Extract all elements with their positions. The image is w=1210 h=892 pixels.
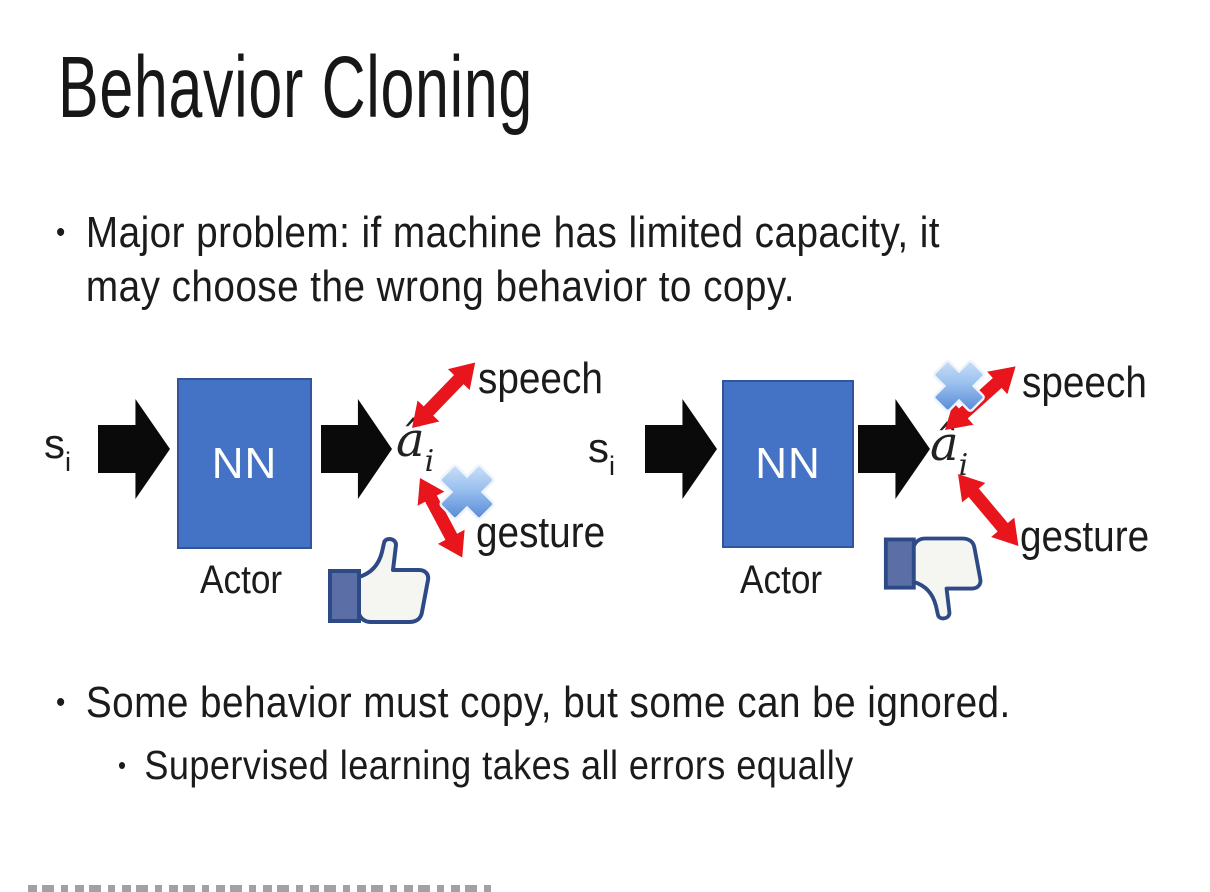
bullet-dot: • <box>56 216 66 249</box>
cross-icon <box>929 356 989 416</box>
nn-box: NN <box>177 378 312 549</box>
bullet-supervised-learning: • Supervised learning takes all errors e… <box>118 740 854 790</box>
speech-label: speech <box>1022 358 1147 407</box>
nn-label: NN <box>211 438 278 488</box>
bullet-supervised-learning-text: Supervised learning takes all errors equ… <box>144 742 854 788</box>
actor-label: Actor <box>740 558 823 602</box>
thumb-up-icon <box>325 535 437 627</box>
cut-off-text-artifact <box>28 885 493 892</box>
double-arrow-icon <box>405 470 477 565</box>
bullet-major-problem-line2: may choose the wrong behavior to copy. <box>85 262 795 311</box>
input-state-label: si <box>588 424 615 482</box>
bullet-major-problem: • Major problem: if machine has limited … <box>56 206 940 314</box>
block-arrow-icon <box>645 399 717 499</box>
double-arrow-icon <box>400 351 488 440</box>
figure-behavior-cloning-right: si NN âi speech gesture Actor <box>0 350 1210 650</box>
bullet-some-behavior: • Some behavior must copy, but some can … <box>56 676 1011 730</box>
nn-box: NN <box>722 380 854 548</box>
block-arrow-icon <box>858 399 930 499</box>
figure-behavior-cloning-left: si NN âi speech gesture Actor <box>0 350 620 650</box>
bullet-dot: • <box>56 686 66 719</box>
bullet-dot: • <box>118 750 127 780</box>
gesture-label: gesture <box>1020 512 1150 561</box>
bullet-some-behavior-text: Some behavior must copy, but some can be… <box>85 678 1011 727</box>
cross-icon <box>435 460 499 524</box>
thumb-down-icon <box>882 532 988 624</box>
actor-label: Actor <box>200 558 283 602</box>
bullet-major-problem-line1: Major problem: if machine has limited ca… <box>85 208 941 257</box>
page-title: Behavior Cloning <box>58 39 534 136</box>
nn-label: NN <box>755 439 821 488</box>
input-state-label: si <box>44 420 71 478</box>
gesture-label: gesture <box>476 508 606 557</box>
speech-label: speech <box>478 354 603 403</box>
double-arrow-icon <box>945 463 1031 557</box>
